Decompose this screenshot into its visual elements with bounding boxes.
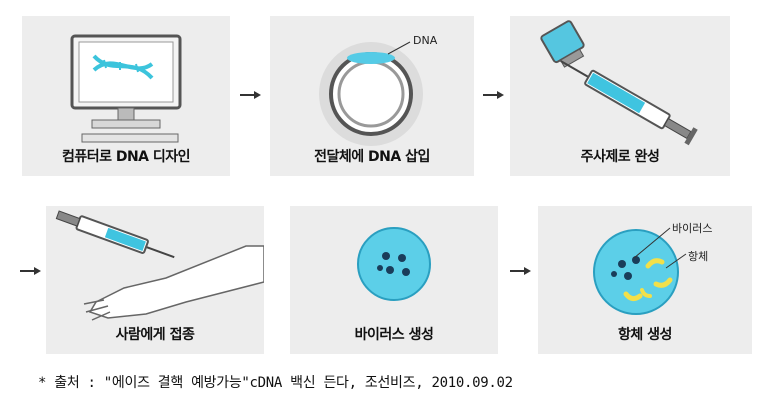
step-label: 사람에게 접종 [115,327,195,343]
step-label: 주사제로 완성 [580,149,660,165]
step-panel-virus: 바이러스 생성 [290,206,498,354]
vector-dna-icon [319,41,423,146]
source-caption: * 출처 : "에이즈 결핵 예방가능"cDNA 백신 든다, 조선비즈, 20… [38,375,513,391]
step-label: 전달체에 DNA 삽입 [314,149,430,165]
computer-dna-icon [70,34,182,143]
arrow-right-icon [20,267,41,275]
step-label: 바이러스 생성 [354,327,434,343]
step-panel-vaccinate: 사람에게 접종 [46,206,264,354]
virus-cell-icon [357,227,431,301]
arm-syringe-icon [55,210,264,321]
step-label: 컴퓨터로 DNA 디자인 [61,149,191,165]
vial-syringe-icon [540,20,698,146]
arrow-right-icon [510,267,531,275]
dna-callout-label: DNA [413,34,438,47]
arrow-right-icon [483,91,504,99]
antibody-cell-icon [593,227,687,315]
virus-callout-label: 바이러스 [672,222,713,235]
antibody-callout-label: 항체 [688,250,709,263]
step-panel-insert: DNA 전달체에 DNA 삽입 [270,16,474,176]
arrow-right-icon [240,91,261,99]
step-label: 항체 생성 [618,327,672,343]
step-panel-design: 컴퓨터로 DNA 디자인 [22,16,230,176]
step-panel-injection: 주사제로 완성 [510,16,730,176]
step-panel-antibody: 바이러스 항체 항체 생성 [538,206,752,354]
